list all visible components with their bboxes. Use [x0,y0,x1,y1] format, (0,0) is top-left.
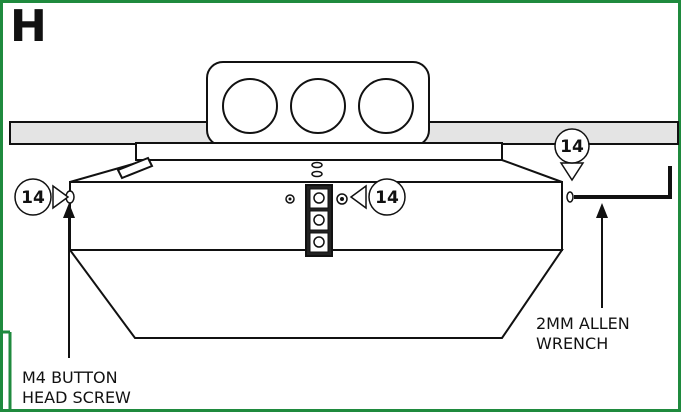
top-slot-2 [311,170,323,178]
callout-14-center: 14 [349,178,406,216]
callout-14-left: 14 [14,178,70,216]
set-screw [566,191,574,203]
allen-wrench [574,166,672,199]
screw-arrowhead [63,203,75,218]
terminal-screw-2 [313,214,325,226]
housing-clip [116,156,154,180]
callout-14-right: 14 [554,128,590,182]
wrench-arrowhead [596,203,608,218]
callout-number-center: 14 [375,188,399,208]
terminal-screw-1 [313,192,325,204]
knockout-3 [358,78,414,134]
knockout-2 [290,78,346,134]
housing-bottom [68,249,564,339]
screw-label: M4 BUTTON HEAD SCREW [22,368,131,407]
wrench-label: 2MM ALLEN WRENCH [536,314,630,353]
step-letter: H [10,1,47,52]
terminal-screw-3 [313,236,325,248]
callout-number-left: 14 [21,188,45,208]
housing-screw-right-inner [340,197,344,201]
callout-number-right: 14 [560,137,584,157]
knockout-1 [222,78,278,134]
mounting-plate [135,142,503,161]
top-slot-1 [311,161,323,169]
housing-screw-left-inner [288,197,292,201]
